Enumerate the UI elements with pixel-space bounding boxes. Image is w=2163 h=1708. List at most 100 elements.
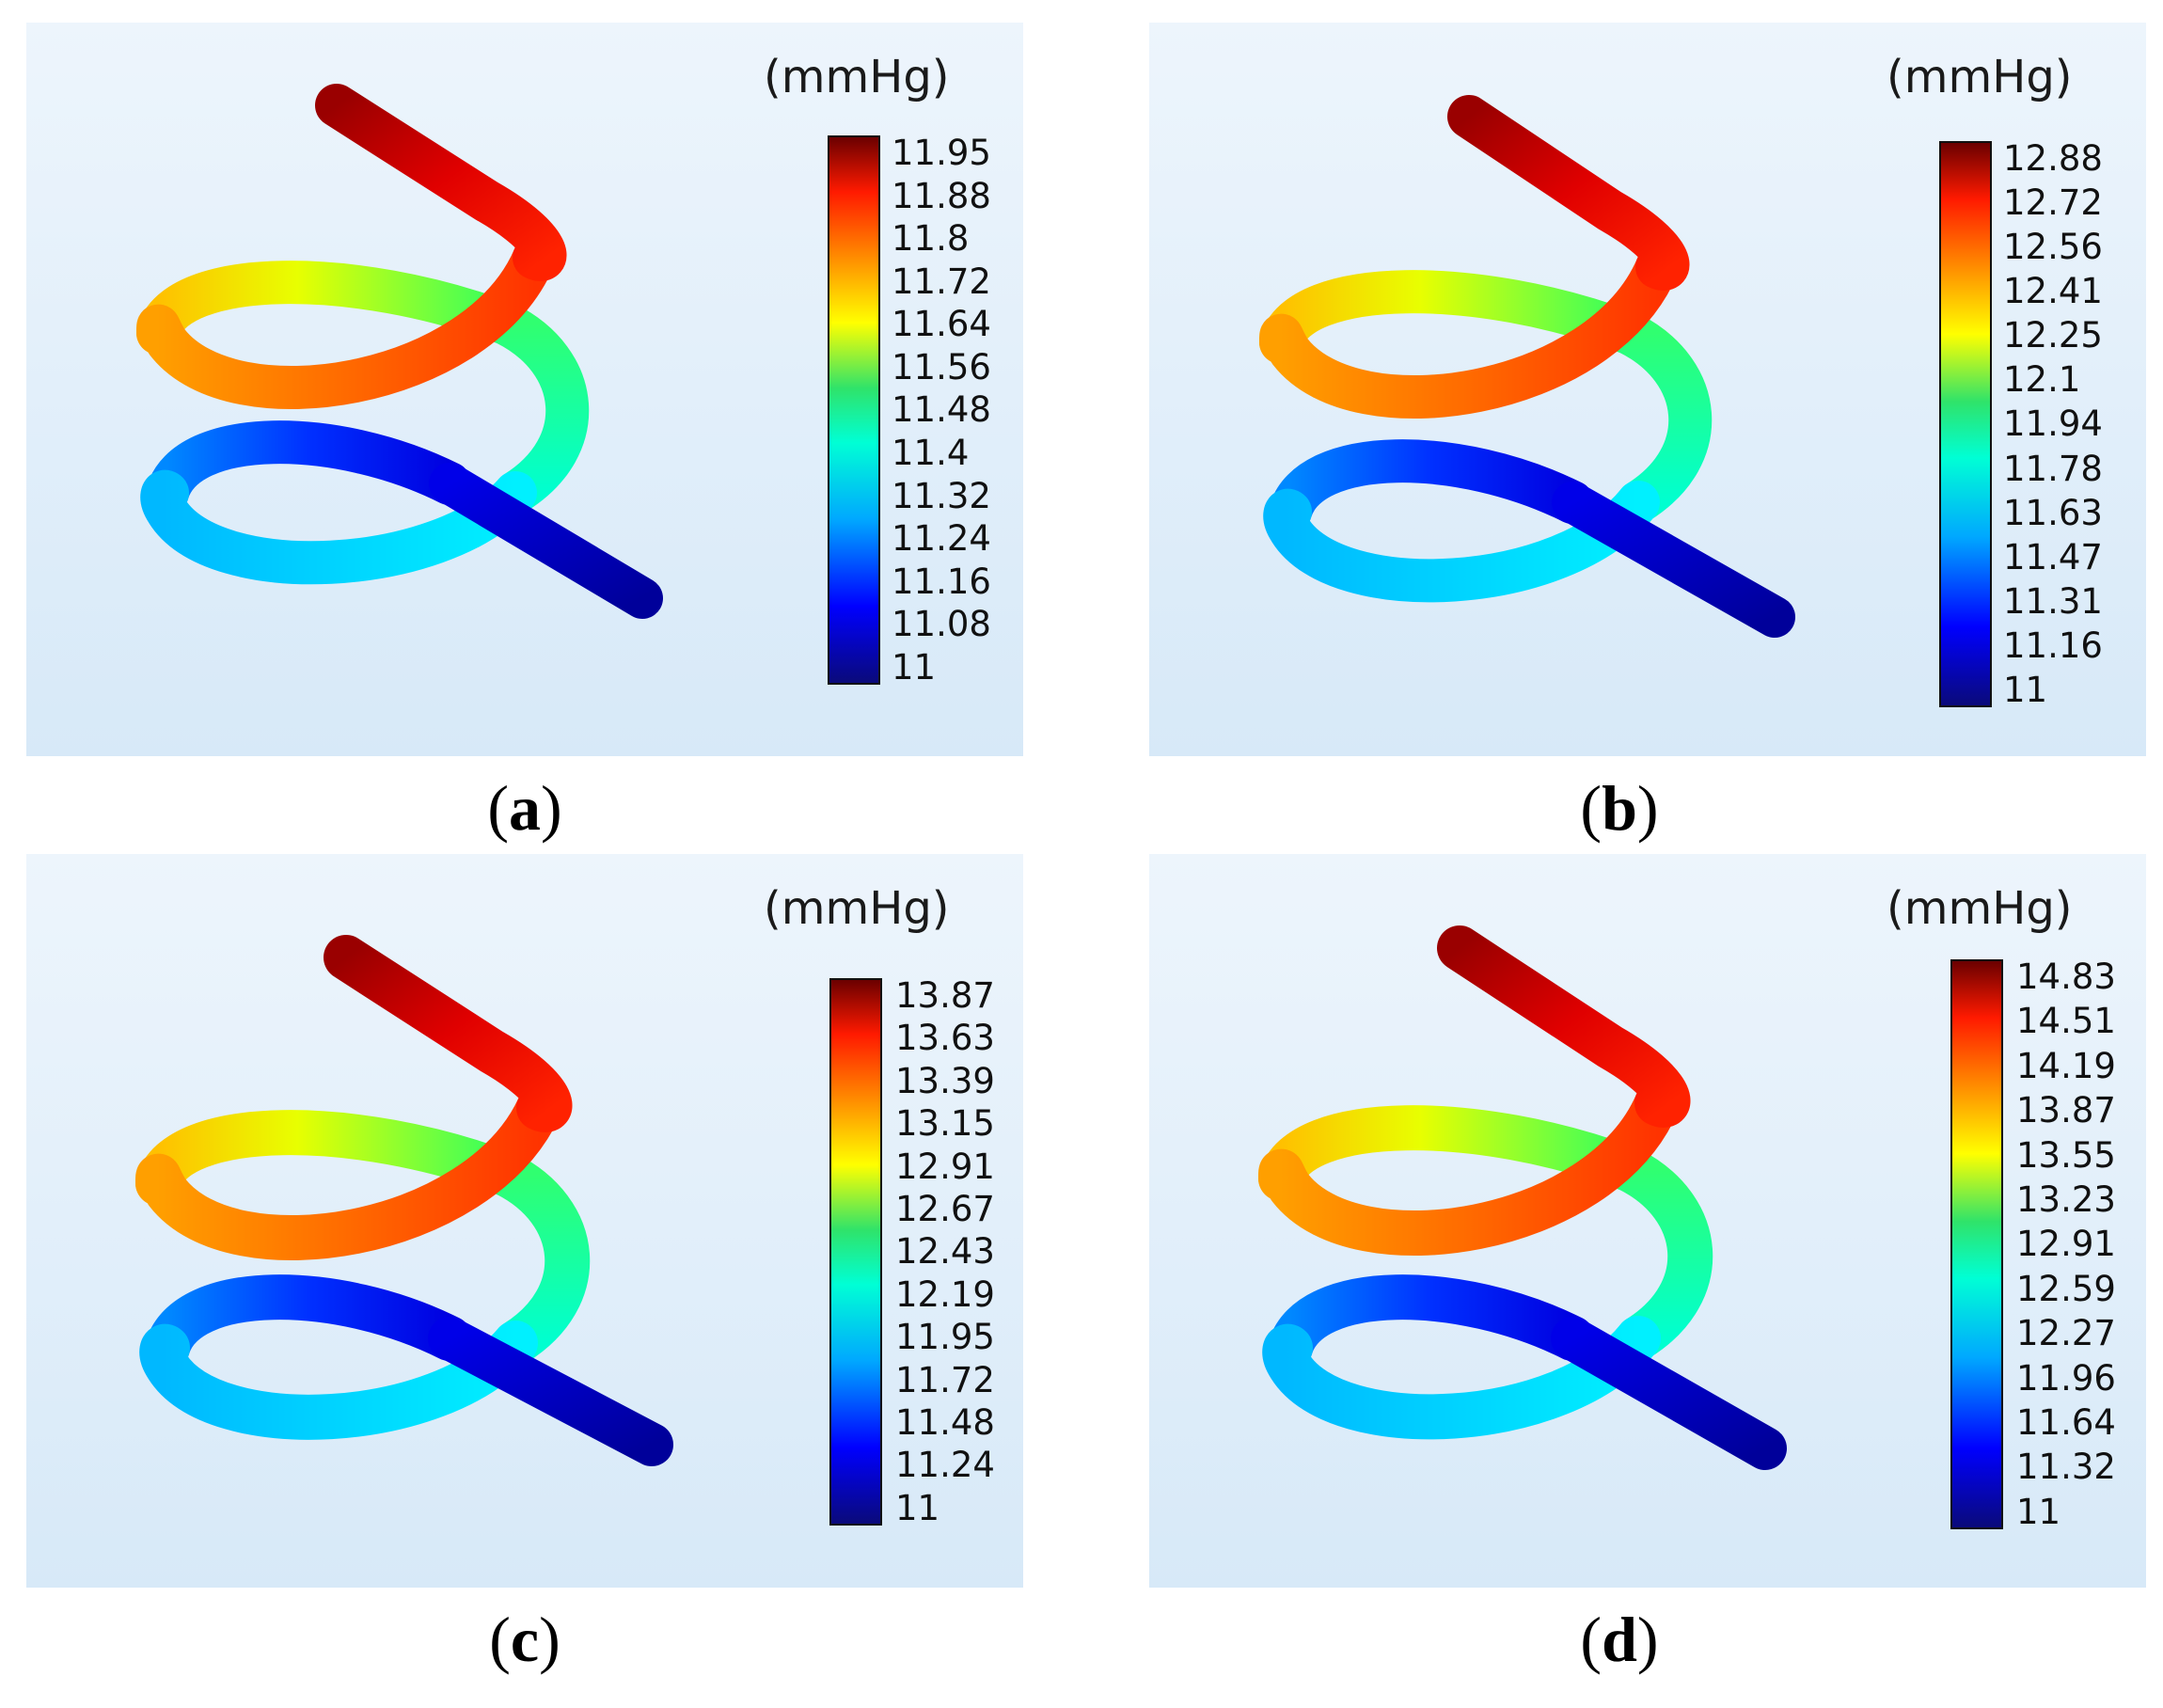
coil-side-segment: [484, 302, 590, 514]
coil-bottom-turn-back: [1268, 1274, 1595, 1370]
helical-coil-model: [135, 935, 673, 1466]
coil-bottom-turn-front: [140, 469, 537, 585]
coil-bottom-turn-front: [139, 1321, 538, 1440]
color-bar: [828, 135, 880, 685]
tick-label: 11: [2016, 1491, 2061, 1532]
tick-label: 11.88: [892, 175, 991, 216]
tick-label: 12.88: [2003, 138, 2103, 179]
coil-bottom-turn-front: [1263, 481, 1660, 603]
tick-label: 12.19: [895, 1273, 995, 1315]
tick-label: 11: [892, 646, 937, 688]
coil-inlet: [324, 935, 573, 1132]
pressure-panel-c: (mmHg) 13.87 13.63 13.39 13.15 12.91 12.…: [26, 854, 1023, 1588]
tick-label: 11.95: [895, 1317, 995, 1358]
tick-label: 11.16: [892, 561, 991, 602]
tick-label: 11.72: [892, 261, 991, 302]
tick-label: 11.32: [892, 475, 991, 516]
panel-caption-b: (b): [1580, 772, 1659, 844]
tick-label: 11: [895, 1487, 940, 1528]
tick-label: 12.91: [2016, 1224, 2116, 1265]
coil-inlet: [315, 84, 567, 281]
coil-top-turn-back: [136, 261, 528, 355]
tick-label: 12.67: [895, 1189, 995, 1230]
coil-top-turn-front: [1259, 245, 1679, 419]
helical-coil-model: [1259, 95, 1795, 638]
coil-side-segment: [1606, 1147, 1713, 1361]
tick-label: 11.48: [892, 389, 991, 431]
unit-label: (mmHg): [764, 51, 950, 103]
coil-side-segment: [483, 1151, 591, 1366]
tick-label: 11.48: [895, 1402, 995, 1444]
color-bar-ticks: 13.87 13.63 13.39 13.15 12.91 12.67 12.4…: [895, 978, 1027, 1526]
tick-label: 11.24: [895, 1445, 995, 1486]
coil-inlet: [1447, 95, 1690, 291]
tick-label: 11: [2003, 669, 2048, 710]
tick-label: 13.39: [895, 1060, 995, 1101]
coil-top-turn-front: [136, 236, 556, 409]
coil-bottom-turn-front: [1262, 1316, 1661, 1440]
tick-label: 12.72: [2003, 182, 2103, 224]
tick-label: 11.63: [2003, 492, 2103, 533]
tick-label: 12.1: [2003, 359, 2081, 401]
coil-top-turn-front: [135, 1085, 561, 1260]
tick-label: 12.56: [2003, 227, 2103, 268]
unit-label: (mmHg): [1887, 51, 2073, 103]
panel-caption-c: (c): [489, 1604, 560, 1675]
color-bar: [1939, 141, 1992, 707]
color-bar-ticks: 14.83 14.51 14.19 13.87 13.55 13.23 12.9…: [2016, 959, 2148, 1529]
tick-label: 13.87: [895, 975, 995, 1016]
coil-bottom-turn-back: [145, 1274, 472, 1370]
panel-caption-d: (d): [1580, 1604, 1659, 1675]
pressure-panel-b: (mmHg) 12.88 12.72 12.56 12.41 12.25 12.…: [1149, 23, 2146, 756]
coil-side-segment: [1607, 311, 1713, 524]
tick-label: 13.63: [895, 1018, 995, 1059]
tick-label: 13.23: [2016, 1179, 2116, 1221]
tick-label: 11.32: [2016, 1447, 2116, 1488]
tick-label: 12.25: [2003, 315, 2103, 356]
tick-label: 11.08: [892, 604, 991, 645]
coil-bottom-turn-back: [1269, 439, 1594, 533]
tick-label: 12.41: [2003, 271, 2103, 312]
caption-letter: a: [509, 772, 541, 844]
tick-label: 11.96: [2016, 1357, 2116, 1399]
tick-label: 11.64: [892, 304, 991, 345]
pressure-panel-d: (mmHg) 14.83 14.51 14.19 13.87 13.55 13.…: [1149, 854, 2146, 1588]
tick-label: 13.87: [2016, 1090, 2116, 1131]
coil-outlet: [1551, 1317, 1787, 1470]
tick-label: 11.64: [2016, 1402, 2116, 1444]
panel-caption-a: (a): [487, 772, 562, 844]
coil-outlet: [429, 463, 663, 619]
coil-top-turn-front: [1258, 1081, 1680, 1256]
tick-label: 14.51: [2016, 1001, 2116, 1042]
tick-label: 11.24: [892, 518, 991, 560]
helical-coil-model: [1258, 925, 1787, 1470]
coil-bottom-turn-back: [146, 420, 471, 514]
tick-label: 14.19: [2016, 1045, 2116, 1086]
caption-letter: b: [1602, 772, 1637, 844]
tick-label: 12.59: [2016, 1268, 2116, 1309]
coil-inlet: [1437, 925, 1691, 1128]
color-bar-ticks: 11.95 11.88 11.8 11.72 11.64 11.56 11.48…: [892, 135, 1023, 685]
coil-outlet: [428, 1317, 673, 1466]
tick-label: 11.47: [2003, 536, 2103, 577]
coil-top-turn-back: [1259, 270, 1650, 364]
coil-outlet: [1552, 482, 1795, 638]
color-bar-ticks: 12.88 12.72 12.56 12.41 12.25 12.1 11.94…: [2003, 141, 2135, 707]
color-bar: [829, 978, 882, 1526]
tick-label: 13.55: [2016, 1134, 2116, 1176]
tick-label: 11.78: [2003, 448, 2103, 489]
caption-letter: d: [1602, 1604, 1637, 1675]
tick-label: 14.83: [2016, 957, 2116, 997]
tick-label: 11.56: [892, 346, 991, 387]
helical-coil-model: [136, 84, 663, 619]
unit-label: (mmHg): [1887, 882, 2073, 935]
tick-label: 11.94: [2003, 403, 2103, 445]
tick-label: 11.8: [892, 218, 970, 260]
color-bar: [1950, 959, 2003, 1529]
tick-label: 11.31: [2003, 580, 2103, 622]
tick-label: 11.4: [892, 433, 970, 474]
tick-label: 12.43: [895, 1231, 995, 1273]
tick-label: 11.16: [2003, 625, 2103, 666]
unit-label: (mmHg): [764, 882, 950, 935]
tick-label: 13.15: [895, 1103, 995, 1145]
